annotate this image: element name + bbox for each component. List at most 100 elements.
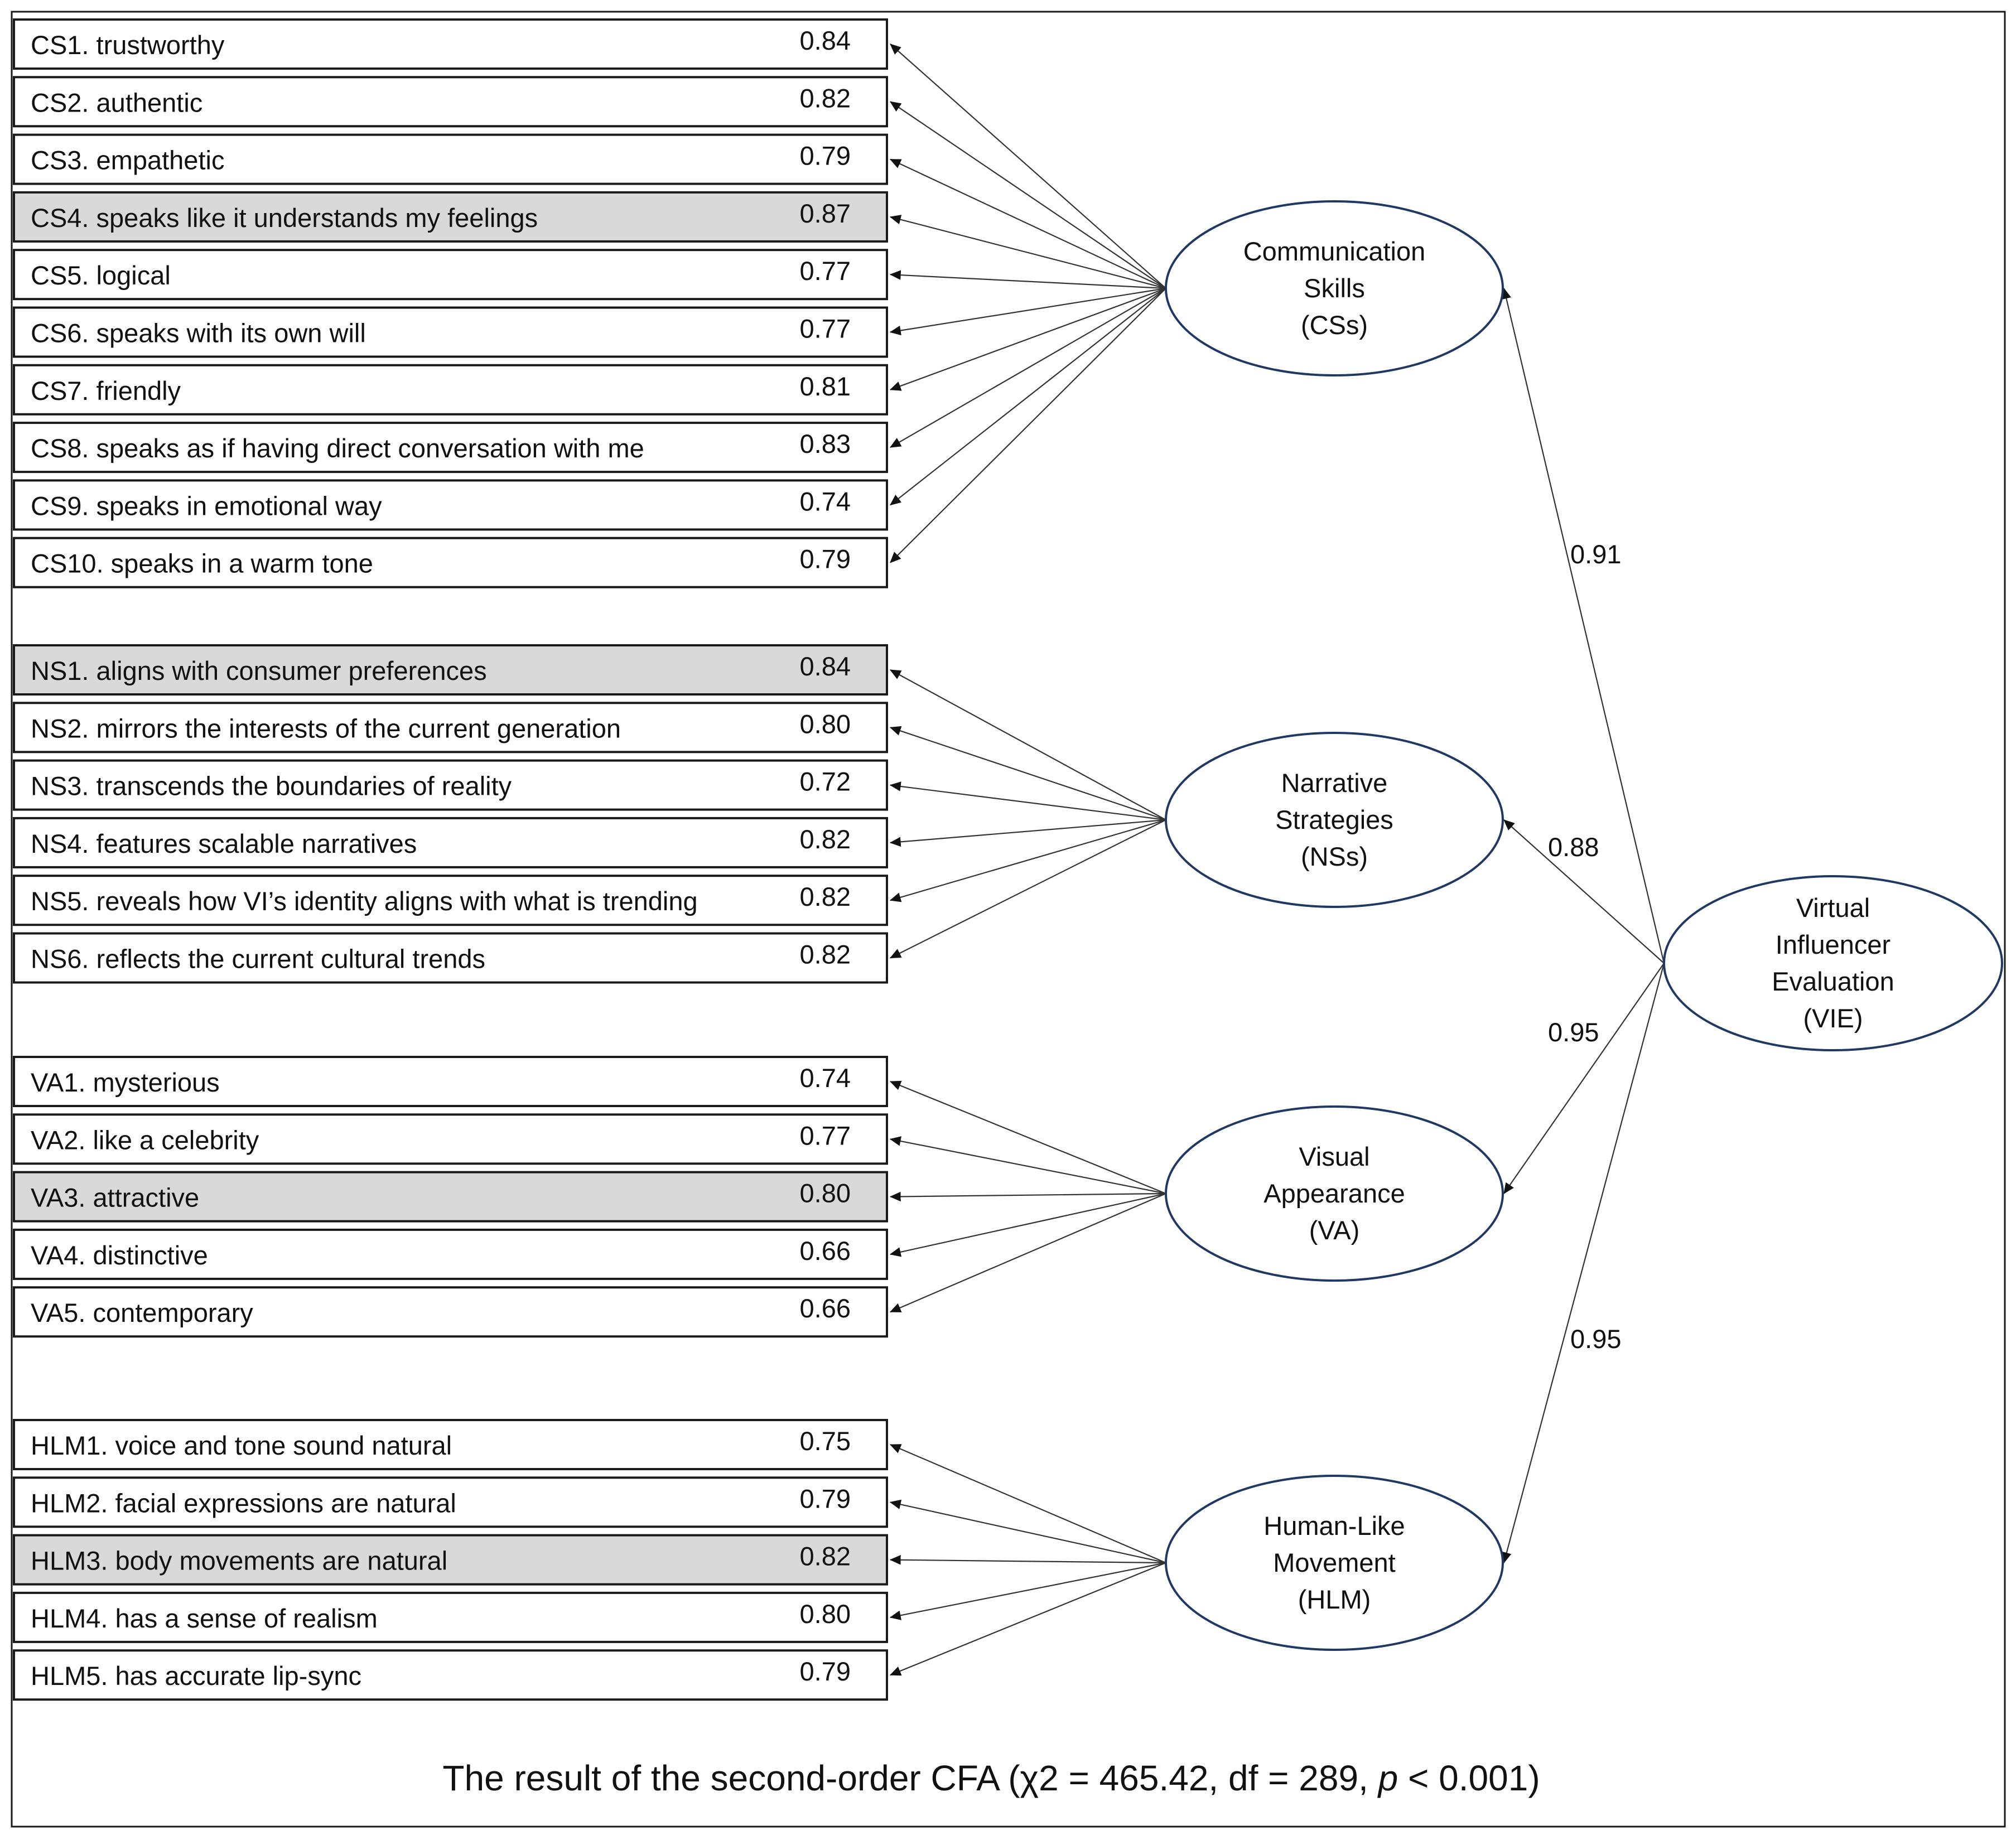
indicator-label: VA1. mysterious bbox=[31, 1068, 220, 1097]
indicator-box bbox=[13, 1228, 888, 1280]
indicator-label: VA4. distinctive bbox=[31, 1240, 208, 1270]
factor-label-line: Evaluation bbox=[1772, 967, 1894, 996]
indicator-label: HLM1. voice and tone sound natural bbox=[31, 1431, 452, 1460]
structural-arrow-ns bbox=[1503, 819, 1665, 964]
paths-layer: 0.910.880.950.95 bbox=[889, 44, 1665, 1676]
indicator-box bbox=[13, 1476, 888, 1528]
indicator-box bbox=[13, 759, 888, 811]
indicator-box bbox=[13, 537, 888, 588]
indicator-label: NS2. mirrors the interests of the curren… bbox=[31, 713, 621, 743]
indicator-item: NS2. mirrors the interests of the curren… bbox=[13, 702, 888, 754]
structural-loading-ns: 0.88 bbox=[1548, 832, 1599, 862]
indicator-box bbox=[13, 18, 888, 70]
factor-ellipse bbox=[1663, 875, 2003, 1051]
loading-arrow bbox=[889, 1192, 1166, 1257]
loading-arrow bbox=[889, 1136, 1166, 1195]
loading-arrow bbox=[890, 288, 1166, 506]
factor-label-line: Influencer bbox=[1776, 930, 1890, 959]
indicator-label: CS9. speaks in emotional way bbox=[31, 491, 382, 520]
indicator-loading: 0.80 bbox=[800, 1599, 851, 1629]
indicator-item: CS8. speaks as if having direct conversa… bbox=[13, 422, 888, 474]
loading-arrow bbox=[889, 215, 1166, 289]
indicator-box bbox=[13, 306, 888, 358]
loading-arrow bbox=[890, 819, 1166, 959]
indicator-box bbox=[13, 1056, 888, 1107]
indicator-loading: 0.79 bbox=[800, 141, 851, 171]
indicator-label: HLM2. facial expressions are natural bbox=[31, 1488, 456, 1518]
indicator-loading: 0.83 bbox=[800, 429, 851, 458]
item-group-hlm: HLM1. voice and tone sound natural 0.75HL… bbox=[13, 1419, 888, 1701]
indicator-box bbox=[13, 1171, 888, 1223]
loading-arrow bbox=[889, 1562, 1166, 1676]
figure-frame bbox=[11, 11, 2006, 1828]
factor-ellipse bbox=[1165, 1105, 1504, 1282]
indicator-label: HLM4. has a sense of realism bbox=[31, 1604, 378, 1633]
indicator-loading: 0.74 bbox=[800, 486, 851, 516]
indicator-label: CS2. authentic bbox=[31, 88, 202, 117]
indicator-box bbox=[13, 1419, 888, 1470]
indicator-label: VA3. attractive bbox=[31, 1183, 199, 1213]
indicator-box bbox=[13, 1113, 888, 1165]
structural-loading-cs: 0.91 bbox=[1570, 539, 1621, 569]
indicator-label: VA2. like a celebrity bbox=[31, 1125, 259, 1155]
indicator-label: NS4. features scalable narratives bbox=[31, 829, 417, 858]
loading-arrow bbox=[890, 158, 1166, 289]
structural-loading-va: 0.95 bbox=[1548, 1017, 1599, 1047]
indicator-loading: 0.72 bbox=[800, 767, 851, 796]
loading-arrow bbox=[890, 44, 1166, 289]
factor-label-line: (CSs) bbox=[1301, 310, 1368, 340]
indicator-label: NS1. aligns with consumer preferences bbox=[31, 656, 487, 685]
indicator-label: NS6. reflects the current cultural trend… bbox=[31, 944, 485, 974]
factor-label-line: Strategies bbox=[1275, 805, 1393, 834]
loading-arrow bbox=[889, 287, 1166, 336]
factor-ellipse bbox=[1165, 200, 1504, 376]
indicator-box bbox=[13, 1649, 888, 1701]
factor-nodes: CommunicationSkills(CSs)NarrativeStrateg… bbox=[1165, 200, 2003, 1651]
indicator-label: HLM5. has accurate lip-sync bbox=[31, 1661, 361, 1691]
loading-arrow bbox=[889, 1191, 1166, 1202]
indicator-loading: 0.77 bbox=[800, 1121, 851, 1150]
factor-label-line: Human-Like bbox=[1263, 1511, 1405, 1540]
loading-arrow bbox=[890, 288, 1166, 563]
indicator-label: HLM3. body movements are natural bbox=[31, 1546, 447, 1576]
indicator-label: CS5. logical bbox=[31, 260, 171, 290]
loading-arrow bbox=[889, 1443, 1166, 1564]
indicator-label: CS4. speaks like it understands my feeli… bbox=[31, 203, 538, 233]
indicator-box bbox=[13, 702, 888, 754]
indicator-loading: 0.79 bbox=[800, 1657, 851, 1686]
indicator-item: CS9. speaks in emotional way 0.74 bbox=[13, 479, 888, 531]
indicator-label: CS7. friendly bbox=[31, 376, 181, 405]
indicator-box bbox=[13, 1286, 888, 1338]
indicator-box bbox=[13, 364, 888, 416]
loading-arrow bbox=[889, 1555, 1166, 1565]
indicator-loading: 0.80 bbox=[800, 709, 851, 738]
indicator-loading: 0.82 bbox=[800, 824, 851, 854]
indicator-item: NS5. reveals how VI’s identity aligns wi… bbox=[13, 875, 888, 926]
loading-arrow bbox=[889, 1499, 1166, 1564]
loading-arrow bbox=[889, 819, 1166, 847]
item-group-ns: NS1. aligns with consumer preferences 0.8… bbox=[13, 644, 888, 984]
figure-caption: The result of the second-order CFA (χ2 =… bbox=[442, 1758, 1540, 1798]
indicator-item: HLM4. has a sense of realism 0.80 bbox=[13, 1591, 888, 1643]
indicator-loading: 0.77 bbox=[800, 256, 851, 286]
factor-label-line: (HLM) bbox=[1298, 1585, 1371, 1614]
loading-arrow bbox=[889, 287, 1166, 391]
indicator-box bbox=[13, 191, 888, 243]
factor-label-line: Virtual bbox=[1796, 893, 1870, 923]
indicator-loading: 0.75 bbox=[800, 1426, 851, 1456]
